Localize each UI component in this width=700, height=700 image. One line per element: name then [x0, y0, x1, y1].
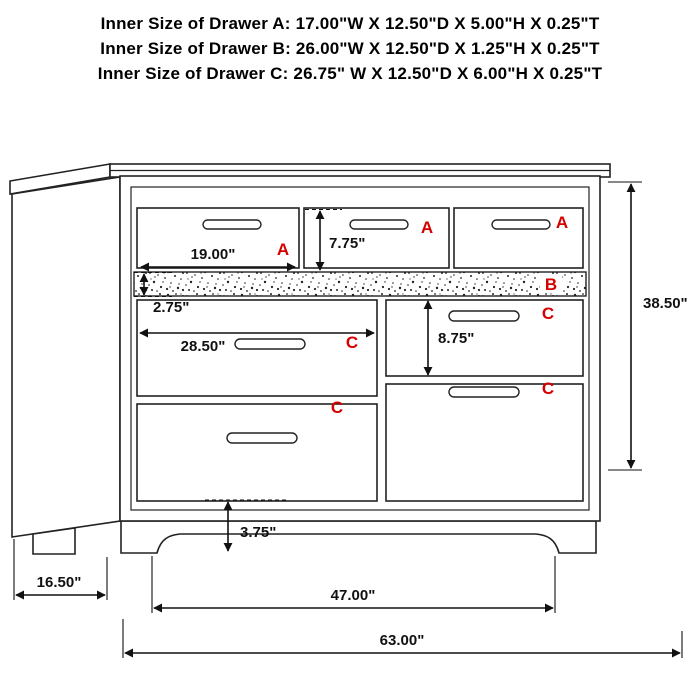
- inner-size-header: Inner Size of Drawer A: 17.00"W X 12.50"…: [0, 0, 700, 86]
- dim-drawer-c-height: 8.75": [423, 300, 474, 376]
- drawer-c3-handle: [448, 310, 520, 322]
- dim-drawer-a-width: 19.00": [140, 246, 296, 272]
- drawer-c4-handle: [448, 386, 520, 398]
- dim-drawer-b-height-label: 2.75": [153, 299, 189, 316]
- front-feet-apron: [120, 520, 597, 554]
- dim-overall-width-label: 63.00": [380, 632, 425, 649]
- drawer-c1: C: [136, 299, 378, 397]
- dresser-diagram-svg: A A A B C C C C 19.00": [9, 163, 688, 658]
- inner-size-line-c: Inner Size of Drawer C: 26.75" W X 12.50…: [97, 64, 603, 83]
- jewelry-drawer-speckle-strip: [133, 271, 587, 297]
- drawer-a3-handle: [491, 219, 551, 230]
- dim-drawer-c-width: 28.50": [139, 328, 375, 355]
- dim-leg-span: 47.00": [151, 556, 556, 613]
- drawer-b-label-backing: [540, 274, 562, 293]
- drawer-a2-handle: [349, 219, 409, 230]
- drawer-b-label: B: [545, 275, 557, 294]
- dim-drawer-a-width-label: 19.00": [191, 246, 236, 263]
- drawer-a1-handle: [202, 219, 262, 230]
- dim-depth: 16.50": [13, 539, 108, 600]
- dim-overall-height-label: 38.50": [643, 295, 688, 312]
- drawer-a3: A: [453, 207, 584, 269]
- drawer-a1: A: [136, 207, 300, 269]
- drawer-a1-label: A: [277, 240, 289, 259]
- drawer-c3: C: [385, 299, 584, 377]
- dresser-side-panel: [11, 176, 121, 538]
- drawer-a3-label: A: [556, 213, 568, 232]
- back-left-foot: [32, 527, 76, 555]
- drawer-c2: C: [136, 398, 378, 502]
- dim-drawer-c-height-label: 8.75": [438, 330, 474, 347]
- dim-leg-height-label: 3.75": [240, 524, 276, 541]
- drawer-c1-handle: [234, 338, 306, 350]
- dresser-base-feet: [32, 520, 597, 555]
- dim-overall-width: 63.00": [122, 619, 683, 658]
- drawer-c2-label: C: [331, 398, 343, 417]
- drawer-c3-label: C: [542, 304, 554, 323]
- inner-size-line-b: Inner Size of Drawer B: 26.00"W X 12.50"…: [100, 39, 600, 58]
- dim-drawer-b-height: 2.75": [134, 271, 189, 316]
- front-face-inner-frame: [130, 186, 590, 511]
- drawer-c1-label: C: [346, 333, 358, 352]
- dim-leg-span-label: 47.00": [331, 587, 376, 604]
- dim-depth-label: 16.50": [37, 574, 82, 591]
- dim-leg-height: 3.75": [205, 499, 288, 552]
- jewelry-drawer-b: B: [133, 271, 587, 297]
- dim-drawer-a-height: 7.75": [305, 208, 365, 271]
- inner-size-line-a: Inner Size of Drawer A: 17.00"W X 12.50"…: [100, 14, 600, 33]
- dresser-top: [9, 163, 611, 195]
- drawer-a2: A: [303, 207, 450, 269]
- drawer-c4-label: C: [542, 379, 554, 398]
- drawer-c2-handle: [226, 432, 298, 444]
- dim-overall-height: 38.50": [608, 181, 688, 471]
- dim-drawer-a-height-label: 7.75": [329, 235, 365, 252]
- drawer-c4: C: [385, 379, 584, 502]
- dresser-dimension-diagram: A A A B C C C C 19.00": [0, 86, 700, 686]
- dim-drawer-c-width-label: 28.50": [181, 338, 226, 355]
- drawer-a2-label: A: [421, 218, 433, 237]
